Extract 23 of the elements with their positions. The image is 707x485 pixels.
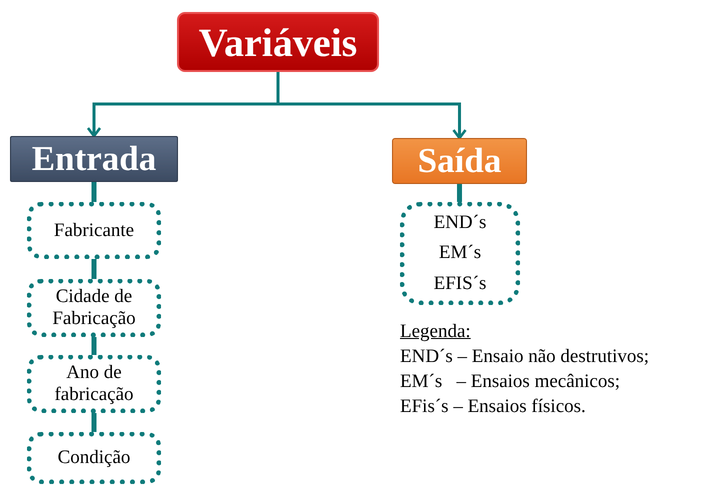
category-box [10, 136, 178, 182]
legend-entry: EM´s – Ensaios mecânicos; [400, 372, 620, 391]
node-text: Saída [418, 141, 502, 181]
legend-entry: EFis´s – Ensaios físicos. [400, 397, 586, 416]
node-text: Cidade de Fabricação [51, 286, 137, 330]
title-box [177, 12, 379, 72]
legend-entry: END´s – Ensaio não destrutivos; [400, 347, 650, 366]
node-text: Entrada [32, 139, 156, 179]
connector-line [92, 259, 96, 279]
node-text: Ano de fabricação [53, 362, 135, 406]
node-text: Variáveis [198, 18, 358, 66]
connector-line [92, 182, 96, 202]
node-text: Condição [58, 447, 130, 469]
node-text: Fabricante [54, 220, 134, 242]
connector-line [92, 413, 96, 432]
node-text: EFIS´s [434, 272, 486, 296]
connector-line [92, 337, 96, 355]
arrow [276, 72, 467, 140]
connector-line [457, 184, 462, 202]
node-text: END´s [434, 210, 486, 235]
node-text: EM´s [438, 241, 482, 266]
legend-heading: Legenda: [400, 322, 471, 341]
category-box [392, 138, 527, 184]
